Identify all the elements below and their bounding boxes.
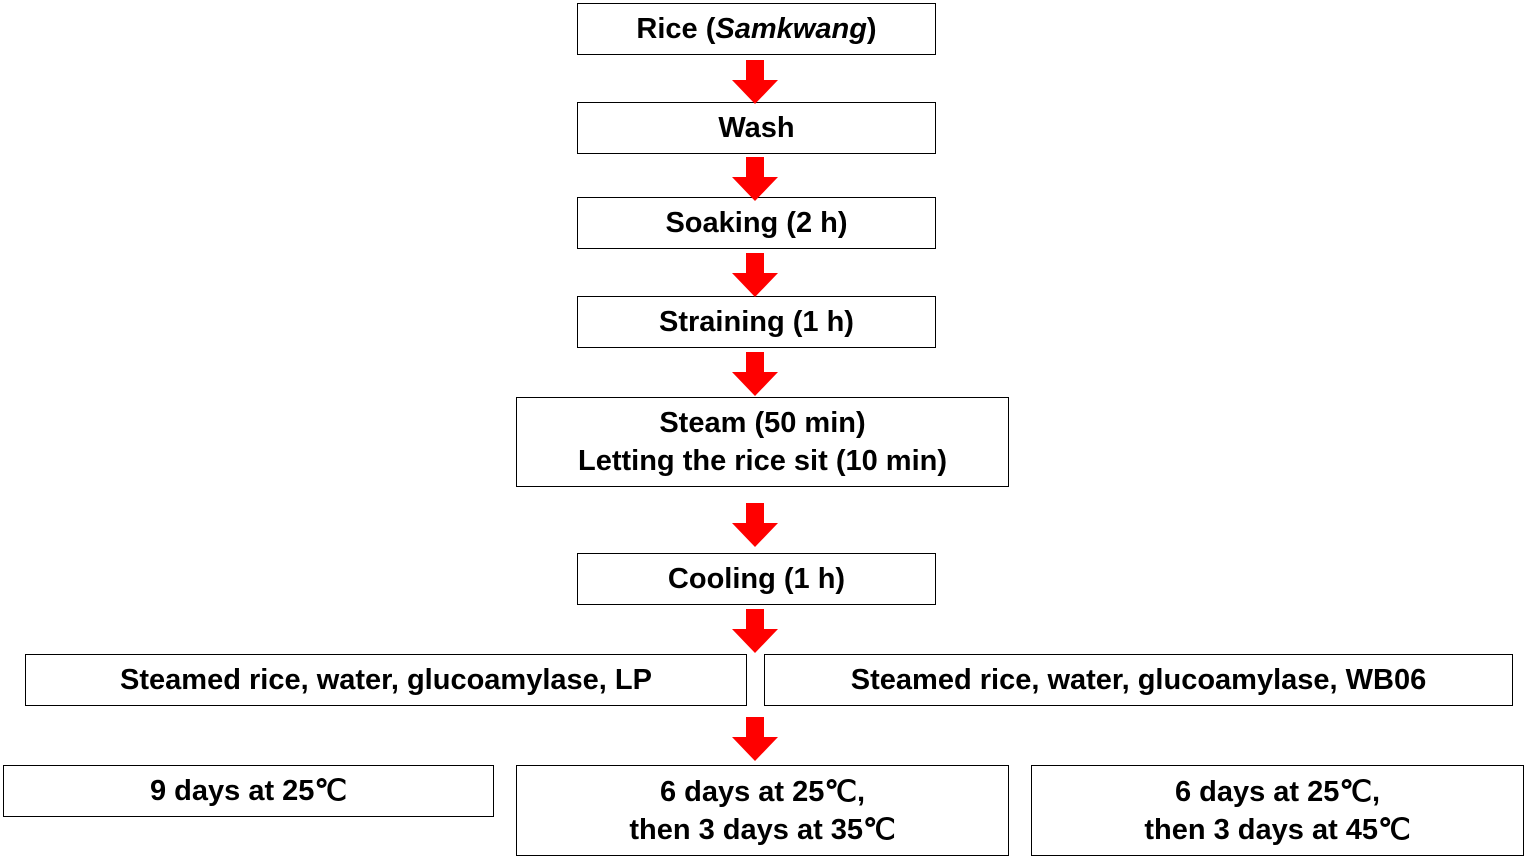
mixture-lp-label: Steamed rice, water, glucoamylase, LP bbox=[120, 664, 652, 696]
step-rice: Rice (Samkwang) bbox=[577, 3, 936, 55]
condition-1-line1: 9 days at 25℃ bbox=[149, 775, 347, 807]
step-steam-line2: Letting the rice sit (10 min) bbox=[578, 445, 947, 477]
down-arrow-icon bbox=[732, 157, 778, 201]
condition-3-line1: 6 days at 25℃, bbox=[1174, 775, 1381, 808]
condition-3: 6 days at 25℃, then 3 days at 45℃ bbox=[1031, 765, 1524, 856]
step-steam-line1: Steam (50 min) bbox=[659, 407, 866, 439]
mixture-lp: Steamed rice, water, glucoamylase, LP bbox=[25, 654, 747, 706]
step-straining: Straining (1 h) bbox=[577, 296, 936, 348]
down-arrow-icon bbox=[732, 717, 778, 761]
down-arrow-icon bbox=[732, 352, 778, 396]
step-cooling: Cooling (1 h) bbox=[577, 553, 936, 605]
condition-2: 6 days at 25℃, then 3 days at 35℃ bbox=[516, 765, 1009, 856]
step-straining-label: Straining (1 h) bbox=[659, 306, 854, 338]
mixture-wb06: Steamed rice, water, glucoamylase, WB06 bbox=[764, 654, 1513, 706]
step-cooling-label: Cooling (1 h) bbox=[667, 563, 846, 595]
condition-2-line2: then 3 days at 35℃ bbox=[629, 813, 896, 846]
step-soaking-label: Soaking (2 h) bbox=[665, 207, 848, 239]
down-arrow-icon bbox=[732, 253, 778, 297]
step-rice-label: Rice (Samkwang) bbox=[636, 13, 877, 45]
condition-1: 9 days at 25℃ bbox=[3, 765, 494, 817]
condition-2-line1: 6 days at 25℃, bbox=[659, 775, 866, 808]
step-steam: Steam (50 min) Letting the rice sit (10 … bbox=[516, 397, 1009, 487]
down-arrow-icon bbox=[732, 60, 778, 104]
down-arrow-icon bbox=[732, 503, 778, 547]
rice-variety: Samkwang bbox=[715, 13, 867, 45]
condition-3-line2: then 3 days at 45℃ bbox=[1144, 813, 1411, 846]
down-arrow-icon bbox=[732, 609, 778, 653]
step-soaking: Soaking (2 h) bbox=[577, 197, 936, 249]
mixture-wb06-label: Steamed rice, water, glucoamylase, WB06 bbox=[850, 664, 1427, 696]
step-wash-label: Wash bbox=[718, 112, 795, 144]
step-wash: Wash bbox=[577, 102, 936, 154]
